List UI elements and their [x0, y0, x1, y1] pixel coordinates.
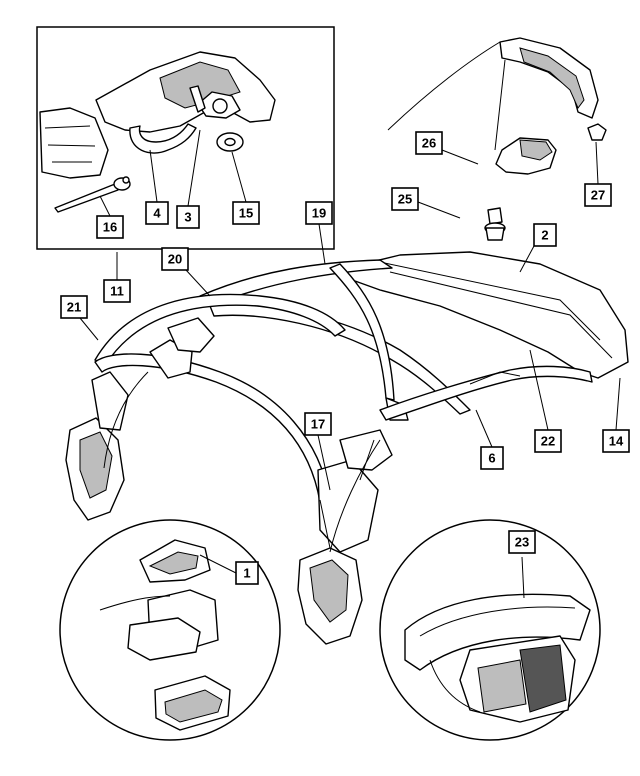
callout-21: 21 — [60, 295, 88, 319]
svg-text:11: 11 — [110, 284, 124, 299]
leader-6 — [475, 409, 493, 448]
leader-lines — [79, 129, 621, 599]
svg-text:26: 26 — [422, 136, 436, 151]
callout-14: 14 — [602, 429, 630, 453]
svg-text:3: 3 — [184, 210, 191, 225]
callout-27: 27 — [584, 183, 612, 207]
leader-3 — [187, 129, 201, 207]
leader-23 — [521, 556, 525, 599]
leader-20 — [185, 269, 211, 297]
roof-bracket-illustration — [387, 37, 607, 241]
leader-25 — [417, 201, 461, 219]
callout-4: 4 — [145, 201, 169, 225]
callout-3: 3 — [176, 205, 200, 229]
callout-17: 17 — [304, 412, 332, 436]
callout-26: 26 — [415, 131, 443, 155]
callout-20: 20 — [161, 247, 189, 271]
leader-4 — [149, 149, 158, 203]
callout-2: 2 — [533, 223, 557, 247]
leader-16 — [99, 195, 111, 217]
rear-quarter-detail-inset — [59, 519, 281, 741]
leader-21 — [79, 317, 99, 341]
svg-text:22: 22 — [541, 434, 555, 449]
svg-text:4: 4 — [153, 206, 161, 221]
latch-detail-illustration — [39, 51, 276, 213]
leader-17 — [317, 434, 331, 491]
callout-15: 15 — [232, 201, 260, 225]
callout-6: 6 — [480, 446, 504, 470]
svg-text:23: 23 — [515, 535, 529, 550]
callout-22: 22 — [534, 429, 562, 453]
svg-text:16: 16 — [103, 220, 117, 235]
svg-text:27: 27 — [591, 188, 605, 203]
rear-header-detail-inset — [379, 519, 601, 741]
callout-1: 1 — [235, 561, 259, 585]
leader-2 — [519, 245, 535, 273]
callout-11: 11 — [103, 279, 131, 303]
callout-19: 19 — [305, 201, 333, 225]
svg-text:2: 2 — [541, 228, 548, 243]
svg-text:20: 20 — [168, 252, 182, 267]
svg-text:17: 17 — [311, 417, 325, 432]
leader-26 — [441, 149, 479, 165]
svg-text:6: 6 — [488, 451, 495, 466]
leader-14 — [615, 377, 621, 431]
svg-text:21: 21 — [67, 300, 81, 315]
svg-text:14: 14 — [609, 434, 624, 449]
leader-19 — [318, 223, 326, 265]
callout-16: 16 — [96, 215, 124, 239]
leader-15 — [231, 151, 247, 203]
callout-labels: 4 3 15 16 11 20 19 21 2 26 25 27 22 6 14… — [60, 131, 630, 585]
leader-27 — [595, 141, 599, 185]
svg-text:15: 15 — [239, 206, 253, 221]
svg-text:25: 25 — [398, 192, 412, 207]
callout-25: 25 — [391, 187, 419, 211]
leader-22 — [529, 349, 549, 431]
soft-top-frame-illustration — [65, 251, 629, 645]
svg-text:1: 1 — [243, 566, 250, 581]
callout-23: 23 — [508, 530, 536, 554]
svg-text:19: 19 — [312, 206, 326, 221]
leader-1 — [199, 554, 237, 574]
